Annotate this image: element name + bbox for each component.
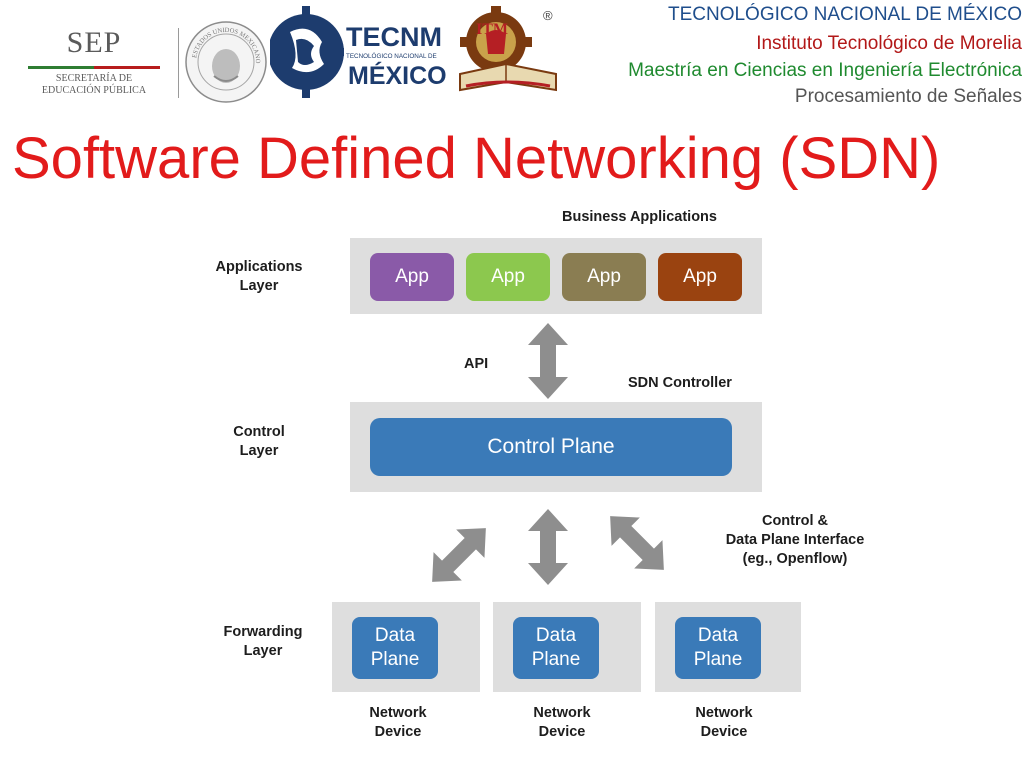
header-line-course: Procesamiento de Señales [794,86,1022,107]
data-plane-box-1: Data Plane [352,617,438,679]
network-device-label-3: Network Device [695,705,753,740]
api-double-arrow [528,323,568,399]
tecnm-logo-word: TECNM [346,22,442,52]
control-data-plane-interface-label: Control & Data Plane Interface (eg., Ope… [725,513,865,567]
header-line-campus: Instituto Tecnológico de Morelia [756,33,1022,54]
applications-layer-label: Applications Layer [215,259,303,294]
left-double-arrow [417,513,501,597]
data-plane-box-2: Data Plane [513,617,599,679]
sdn-controller-label: SDN Controller [628,375,732,391]
itm-logo-initials: ITM [476,21,508,38]
app-box-3: App [562,253,646,301]
sep-logo-word: SEP [66,26,122,59]
sep-logo-bar [28,66,160,69]
app-box-1: App [370,253,454,301]
tecnm-logo-small: TECNOLÓGICO NACIONAL DE [346,51,437,60]
sep-logo: SEP SECRETARÍA DE EDUCACIÓN PÚBLICA [14,24,174,104]
right-double-arrow [595,501,679,585]
network-device-label-2: Network Device [533,705,591,740]
app-box-2: App [466,253,550,301]
tecnm-logo: TECNM TECNOLÓGICO NACIONAL DE MÉXICO [270,2,450,102]
center-double-arrow [528,509,568,585]
tecnm-logo-country: MÉXICO [348,61,447,90]
logo-divider [178,28,179,98]
network-device-label-1: Network Device [369,705,427,740]
forwarding-layer-label: Forwarding Layer [223,624,303,659]
control-layer-label: Control Layer [233,424,285,459]
control-plane-box: Control Plane [370,418,732,476]
mexico-seal-logo: ESTADOS UNIDOS MEXICANOS [184,20,267,103]
header-line-program: Maestría en Ciencias en Ingeniería Elect… [628,60,1022,81]
app-box-4: App [658,253,742,301]
itm-logo: ITM [459,6,557,92]
registered-mark: ® [543,8,553,23]
api-label: API [464,356,489,372]
slide-title: Software Defined Networking (SDN) [12,126,941,191]
business-applications-label: Business Applications [562,209,717,225]
header-line-institution: TECNOLÓGICO NACIONAL DE MÉXICO [667,4,1022,25]
sep-logo-subtitle-1: SECRETARÍA DE [55,73,133,84]
data-plane-box-3: Data Plane [675,617,761,679]
sep-logo-subtitle-2: EDUCACIÓN PÚBLICA [41,85,147,96]
